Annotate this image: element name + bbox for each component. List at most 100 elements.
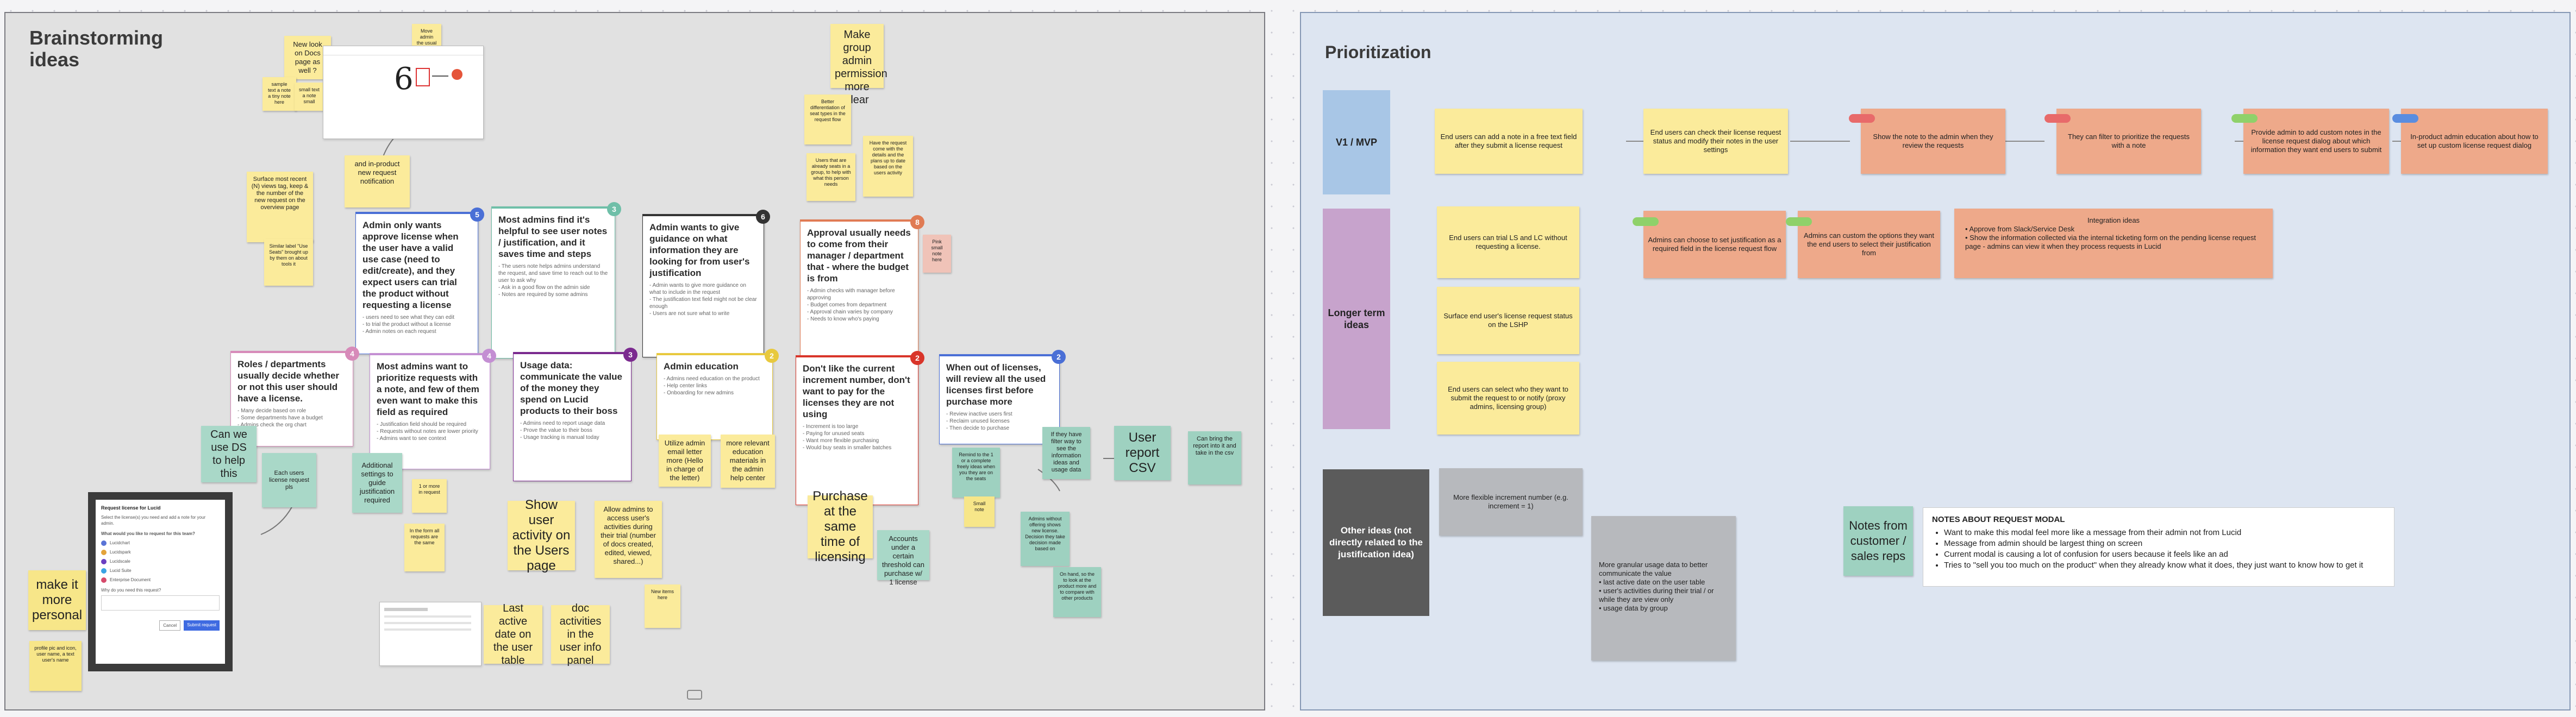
card-title: Roles / departments usually decide wheth… [237, 359, 340, 404]
sticky-note[interactable]: End users can select who they want to su… [1437, 362, 1579, 435]
sticky-note[interactable]: New look on Docs page as well ? [284, 36, 331, 79]
card-body: - The users note helps admins understand… [498, 263, 608, 298]
sticky-note[interactable]: End users can add a note in a free text … [1435, 109, 1583, 174]
sticky-note[interactable]: New items here [645, 584, 680, 628]
notes-text-box[interactable]: NOTES ABOUT REQUEST MODAL Want to make t… [1923, 507, 2394, 587]
sticky-note[interactable]: Small note [964, 496, 995, 527]
modal-option[interactable]: Lucidchart [101, 540, 220, 546]
sticky-note[interactable]: If they have filter way to see the infor… [1042, 427, 1090, 479]
sticky-note[interactable]: Additional settings to guide justificati… [352, 453, 402, 513]
priority-tag[interactable] [1786, 217, 1812, 226]
sticky-note[interactable]: Have the request come with the details a… [863, 136, 913, 197]
sticky-note[interactable]: Show the note to the admin when they rev… [1861, 109, 2005, 174]
insight-card[interactable]: 3 Most admins find it's helpful to see u… [491, 202, 621, 358]
sticky-note[interactable]: Remind to the 1 or a complete freely ide… [952, 448, 1000, 498]
insight-card[interactable]: 4 Most admins want to prioritize request… [370, 349, 496, 469]
card-badge: 4 [345, 347, 359, 361]
sticky-note[interactable]: Each users license request pls [262, 453, 316, 507]
sticky-note[interactable]: Provide admin to add custom notes in the… [2243, 109, 2389, 174]
sticky-note[interactable]: and in-product new request notification [345, 155, 410, 207]
modal-option[interactable]: Lucid Suite [101, 568, 220, 574]
card-title: When out of licenses, will review all th… [946, 362, 1046, 407]
sticky-note[interactable]: End users can trial LS and LC without re… [1437, 206, 1579, 278]
sticky-note[interactable]: User report CSV [1114, 426, 1171, 480]
sticky-note[interactable]: Admins can choose to set justification a… [1643, 211, 1786, 278]
sticky-note[interactable]: Last active date on the user table [484, 602, 542, 666]
insight-card[interactable]: 8 Approval usually needs to come from th… [800, 215, 924, 362]
card-badge: 3 [607, 202, 621, 216]
sticky-note[interactable]: Admins can custom the options they want … [1798, 211, 1940, 278]
sticky-note[interactable]: Purchase at the same time of licensing [808, 489, 873, 564]
sticky-note[interactable]: Allow admins to access user's activities… [595, 501, 662, 578]
priority-tag[interactable] [1633, 217, 1659, 226]
sticky-note[interactable]: Similar label "Use Seats" brought up by … [264, 239, 313, 286]
modal-intro: Select the license(s) you need and add a… [101, 515, 206, 526]
cancel-button[interactable]: Cancel [159, 620, 181, 631]
sticky-note[interactable]: Show user activity on the Users page [508, 498, 575, 573]
sticky-note[interactable]: Make group admin permission more clear [830, 24, 887, 106]
modal-option[interactable]: Lucidspark [101, 549, 220, 555]
insight-card[interactable]: 3 Usage data: communicate the value of t… [513, 348, 637, 481]
priority-tag[interactable] [1849, 114, 1875, 123]
frame-handle-icon[interactable] [687, 690, 702, 700]
sticky-note[interactable]: End users can check their license reques… [1643, 109, 1788, 174]
sticky-note[interactable]: profile pic and icon, user name, a text … [29, 641, 82, 691]
sticky-note[interactable]: small text a note small [295, 83, 324, 111]
placeholder-line [384, 628, 471, 631]
brainstorming-frame[interactable]: Brainstorming ideas New look on Docs pag… [4, 12, 1265, 710]
modal-actions: Cancel Submit request [101, 620, 220, 631]
sticky-note[interactable]: doc activities in the user info panel [551, 602, 610, 666]
sticky-note[interactable]: 1 or more in request [412, 479, 447, 513]
notes-item: Message from admin should be largest thi… [1944, 538, 2385, 549]
card-body: - Increment is too large - Paying for un… [803, 424, 892, 451]
modal-option[interactable]: Enterprise Document [101, 577, 220, 583]
insight-card[interactable]: 2 Don't like the current increment numbe… [796, 351, 924, 505]
sticky-note[interactable]: Can we use DS to help this [201, 426, 257, 482]
sticky-note[interactable]: Notes from customer / sales reps [1843, 506, 1913, 576]
insight-card[interactable]: 6 Admin wants to give guidance on what i… [642, 210, 770, 357]
priority-tag[interactable] [2392, 114, 2418, 123]
card-body: - Many decide based on role - Some depar… [237, 408, 323, 428]
notes-title: NOTES ABOUT REQUEST MODAL [1932, 515, 2065, 524]
sticky-note[interactable]: In-product admin education about how to … [2401, 109, 2548, 174]
insight-card[interactable]: 5 Admin only wants approve license when … [355, 207, 484, 354]
card-badge: 2 [765, 349, 779, 363]
sticky-note[interactable]: Pink small note here [923, 235, 951, 273]
screenshot-thumbnail[interactable] [379, 602, 482, 666]
sticky-note[interactable]: They can filter to prioritize the reques… [2056, 109, 2201, 174]
sticky-note[interactable]: Users that are already seats in a group,… [806, 153, 855, 201]
priority-tag[interactable] [2044, 114, 2071, 123]
priority-tag[interactable] [2231, 114, 2258, 123]
sticky-note[interactable]: sample text a note a tiny note here [262, 77, 296, 111]
modal-note-field[interactable] [101, 595, 220, 611]
modal-option[interactable]: Lucidscale [101, 558, 220, 564]
sticky-note[interactable]: In the form all requests are the same [404, 524, 445, 571]
card-title: Most admins find it's helpful to see use… [498, 215, 608, 259]
sticky-note[interactable]: more relevant education materials in the… [721, 435, 775, 488]
sticky-note[interactable]: Utilize admin email letter more (Hello i… [659, 435, 711, 487]
sticky-note[interactable]: Can bring the report into it and take in… [1188, 431, 1241, 485]
screenshot-thumbnail[interactable]: 6 [323, 46, 484, 139]
sticky-note[interactable]: Surface most recent (N) views tag, keep … [247, 172, 313, 242]
product-icon [101, 577, 107, 583]
submit-button[interactable]: Submit request [184, 620, 220, 631]
card-body: - Admins need to report usage data - Pro… [520, 420, 605, 441]
integration-ideas-note[interactable]: Integration ideas • Approve from Slack/S… [1954, 209, 2273, 278]
sticky-note[interactable]: make it more personal [28, 570, 86, 630]
insight-card[interactable]: 2 When out of licenses, will review all … [939, 350, 1066, 444]
note-item: • Show the information collected via the… [1965, 234, 2256, 250]
sticky-note[interactable]: More granular usage data to better commu… [1591, 516, 1736, 661]
request-modal-screenshot[interactable]: Request license for Lucid Select the lic… [88, 492, 233, 671]
card-title: Admin only wants approve license when th… [362, 220, 459, 310]
modal-note-label: Why do you need this request? [101, 588, 161, 593]
sticky-note[interactable]: More flexible increment number (e.g. inc… [1439, 468, 1583, 536]
sticky-note[interactable]: On hand, so the to look at the product m… [1053, 567, 1101, 617]
sticky-note[interactable]: Accounts under a certain threshold can p… [877, 530, 929, 586]
sticky-note[interactable]: Admins without offering shows new licens… [1021, 512, 1070, 566]
sticky-note[interactable]: Surface end user's license request statu… [1437, 287, 1579, 354]
card-title: Approval usually needs to come from thei… [807, 228, 911, 284]
insight-card[interactable]: 2 Admin education - Admins need educatio… [656, 349, 779, 440]
note-item-text: Show the information collected via the i… [1965, 234, 2256, 250]
sticky-note[interactable]: Better differentiation of seat types in … [804, 95, 851, 144]
prioritization-frame[interactable]: Prioritization V1 / MVP Longer term idea… [1300, 12, 2571, 710]
